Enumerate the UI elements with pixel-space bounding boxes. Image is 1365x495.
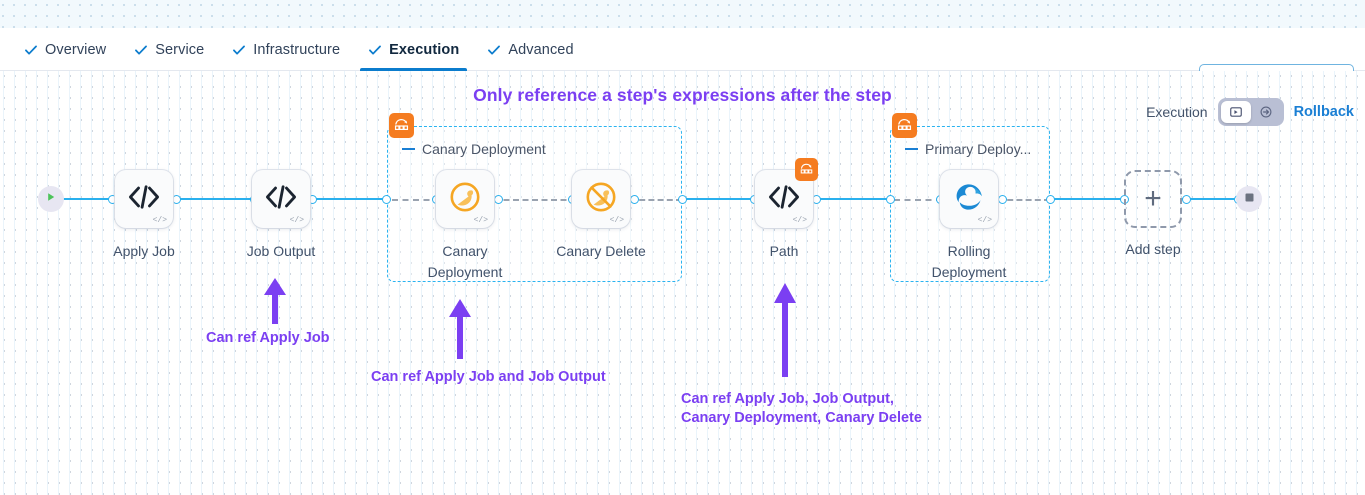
connector-wire <box>172 198 256 200</box>
execution-toggle-option[interactable] <box>1220 101 1251 123</box>
pipeline-step-path[interactable]: </> <box>755 158 818 228</box>
play-icon <box>45 190 57 208</box>
pipeline-end-node[interactable] <box>1236 186 1262 212</box>
step-group-label: Canary Deployment <box>422 141 546 157</box>
check-icon <box>487 43 501 57</box>
connector-port[interactable] <box>630 195 639 204</box>
pipeline-step-canary-deployment[interactable]: </> <box>436 170 494 228</box>
connector-wire <box>1050 198 1126 200</box>
execution-mode-control: Execution Rollback <box>1146 98 1354 126</box>
rollback-link[interactable]: Rollback <box>1293 104 1354 120</box>
plus-icon: + <box>1144 182 1162 215</box>
step-group-icon <box>394 118 409 131</box>
connector-wire <box>62 198 120 200</box>
connector-port[interactable] <box>998 195 1007 204</box>
tab-execution[interactable]: Execution <box>354 28 473 71</box>
annotation-arrow-path <box>771 283 799 377</box>
add-step-label: Add step <box>1125 241 1181 257</box>
tab-label: Infrastructure <box>253 41 341 58</box>
pipeline-step-job-output[interactable]: </> <box>252 170 310 228</box>
annotation-arrow-canary <box>446 299 474 359</box>
connector-wire-dashed <box>894 199 942 201</box>
step-group-icon <box>800 163 813 174</box>
pipeline-step-canary-delete[interactable]: </> <box>572 170 630 228</box>
connector-wire <box>682 198 758 200</box>
tab-overview[interactable]: Overview <box>10 28 120 71</box>
tab-label: Advanced <box>508 41 574 58</box>
connector-port[interactable] <box>812 195 821 204</box>
collapse-dash-icon[interactable] <box>402 148 415 150</box>
tab-service[interactable]: Service <box>120 28 218 71</box>
connector-wire <box>308 198 390 200</box>
code-brackets-icon <box>264 184 298 215</box>
tab-label: Overview <box>45 41 107 58</box>
pipeline-canvas[interactable] <box>0 71 1365 495</box>
connector-wire <box>1182 198 1238 200</box>
step-group-badge-path <box>795 158 818 181</box>
execution-rollback-toggle[interactable] <box>1217 98 1284 126</box>
annotation-text-path: Can ref Apply Job, Job Output, Canary De… <box>681 391 922 426</box>
connector-port[interactable] <box>678 195 687 204</box>
step-group-badge-canary <box>389 113 414 138</box>
expression-indicator: </> <box>289 216 304 225</box>
annotation-text-apply-job: Can ref Apply Job <box>206 330 330 346</box>
stop-icon <box>1244 190 1255 208</box>
page-headline: Only reference a step's expressions afte… <box>473 85 892 105</box>
pipeline-step-label: Canary Delete <box>556 243 646 259</box>
execution-label: Execution <box>1146 104 1208 120</box>
connector-port[interactable] <box>494 195 503 204</box>
connector-wire-dashed <box>392 199 440 201</box>
connector-port[interactable] <box>382 195 391 204</box>
check-icon <box>232 43 246 57</box>
edge-swirl-icon <box>953 181 985 218</box>
rollback-arrow-icon <box>1259 105 1273 119</box>
connector-wire <box>812 198 892 200</box>
step-group-title-row: Primary Deploy... <box>905 141 1031 157</box>
check-icon <box>368 43 382 57</box>
annotation-arrow-apply-job <box>261 278 289 324</box>
pipeline-step-label: Rolling Deployment <box>931 243 1007 280</box>
code-brackets-icon <box>127 184 161 215</box>
connector-wire-dashed <box>494 199 576 201</box>
tab-label: Service <box>155 41 205 58</box>
connector-port[interactable] <box>1046 195 1055 204</box>
connector-port[interactable] <box>172 195 181 204</box>
annotation-text-canary: Can ref Apply Job and Job Output <box>371 369 606 385</box>
play-in-box-icon <box>1229 105 1243 119</box>
pipeline-step-rolling-deployment[interactable]: </> <box>940 170 998 228</box>
tab-advanced[interactable]: Advanced <box>473 28 587 71</box>
connector-port[interactable] <box>1182 195 1191 204</box>
pipeline-step-label: Job Output <box>246 243 316 259</box>
step-group-icon <box>897 118 912 131</box>
tab-infrastructure[interactable]: Infrastructure <box>218 28 354 71</box>
expression-indicator: </> <box>152 216 167 225</box>
pipeline-start-node[interactable] <box>38 186 64 212</box>
add-step-button[interactable]: + <box>1124 170 1182 228</box>
pipeline-step-label: Path <box>769 243 799 259</box>
stage-tabs: Overview Service Infrastructure Executio… <box>10 28 588 71</box>
connector-port[interactable] <box>886 195 895 204</box>
collapse-dash-icon[interactable] <box>905 148 918 150</box>
check-icon <box>134 43 148 57</box>
connector-wire-dashed <box>998 199 1050 201</box>
code-brackets-icon <box>767 184 801 215</box>
step-group-badge-primary <box>892 113 917 138</box>
pipeline-step-label: Canary Deployment <box>427 243 503 280</box>
check-icon <box>24 43 38 57</box>
tab-label: Execution <box>389 41 460 58</box>
connector-wire-dashed <box>630 199 682 201</box>
top-dotted-strip <box>0 0 1365 28</box>
expression-indicator: </> <box>792 216 807 225</box>
canary-bird-delete-icon <box>584 180 618 219</box>
expression-indicator: </> <box>977 216 992 225</box>
pipeline-step-apply-job[interactable]: </> <box>115 170 173 228</box>
canary-bird-icon <box>448 180 482 219</box>
pipeline-step-label: Apply Job <box>113 243 175 259</box>
step-group-title-row: Canary Deployment <box>402 141 546 157</box>
step-group-label: Primary Deploy... <box>925 141 1032 157</box>
rollback-toggle-option[interactable] <box>1251 101 1281 123</box>
expression-indicator: </> <box>609 216 624 225</box>
expression-indicator: </> <box>473 216 488 225</box>
